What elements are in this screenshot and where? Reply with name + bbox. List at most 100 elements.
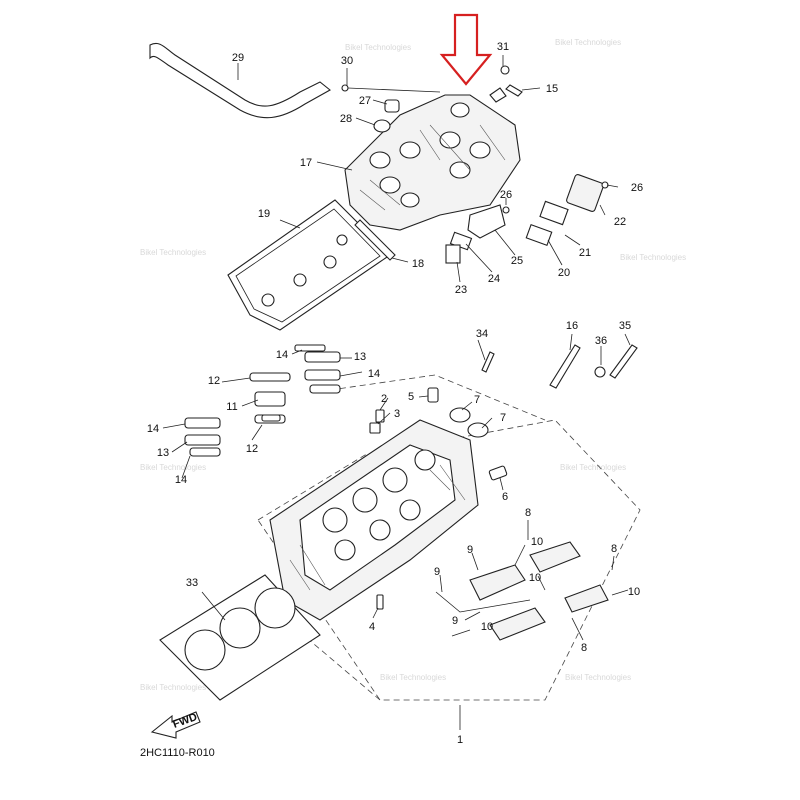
callout-30: 30	[341, 55, 353, 67]
callout-13b: 13	[157, 447, 169, 459]
watermark: Bikel Technologies	[140, 248, 206, 257]
washer-31	[489, 87, 507, 103]
bolt-35	[609, 344, 638, 379]
callout-29: 29	[232, 52, 244, 64]
watermark: Bikel Technologies	[380, 673, 446, 682]
head-bolts	[369, 344, 638, 610]
washer-3	[369, 422, 381, 434]
bolt-16	[549, 344, 581, 389]
bolt-15	[505, 84, 523, 97]
stud-4	[376, 594, 384, 610]
guide-25	[467, 204, 506, 239]
bolt-26a	[502, 206, 510, 214]
shim-14b	[189, 447, 221, 457]
callout-21: 21	[579, 247, 591, 259]
callout-24: 24	[488, 273, 500, 285]
callout-8a: 8	[525, 507, 531, 519]
callout-14b: 14	[368, 368, 380, 380]
watermark: Bikel Technologies	[555, 38, 621, 47]
cover-gasket	[227, 199, 391, 331]
callout-35: 35	[619, 320, 631, 332]
callout-3: 3	[394, 408, 400, 420]
callout-10a: 10	[531, 536, 543, 548]
watermark: Bikel Technologies	[565, 673, 631, 682]
seal-7a	[449, 407, 471, 423]
callout-6: 6	[502, 491, 508, 503]
fwd-indicator: FWD	[150, 711, 201, 739]
callout-31: 31	[497, 41, 509, 53]
callout-9b: 9	[434, 566, 440, 578]
stud-34	[481, 351, 495, 373]
callout-10d: 10	[628, 586, 640, 598]
diagram-code: 2HC1110-R010	[140, 747, 215, 759]
plate-20	[525, 223, 553, 247]
red-down-arrow-icon	[439, 13, 493, 86]
callout-8b: 8	[581, 642, 587, 654]
callout-2: 2	[381, 393, 387, 405]
callout-25: 25	[511, 255, 523, 267]
bucket-13b	[304, 351, 341, 363]
highlight-arrow	[439, 13, 493, 86]
o-ring-28	[373, 119, 391, 133]
camshaft-caps	[469, 541, 609, 641]
callout-9c: 9	[452, 615, 458, 627]
callout-12a: 12	[208, 375, 220, 387]
callout-14c: 14	[147, 423, 159, 435]
damper-23	[445, 244, 461, 264]
shim-14c	[304, 369, 341, 381]
valve-14	[294, 344, 326, 352]
callout-8b-top: 8	[611, 543, 617, 555]
leader-lines	[162, 55, 631, 730]
callout-5: 5	[408, 391, 414, 403]
callout-11: 11	[226, 401, 237, 413]
callout-19: 19	[258, 208, 270, 220]
shim-14a	[184, 417, 221, 429]
valve-12a	[249, 372, 291, 382]
callout-1: 1	[457, 734, 463, 746]
cylinder-head	[269, 419, 479, 621]
callout-34: 34	[476, 328, 488, 340]
dowel-6	[488, 465, 508, 481]
tensioner-group	[445, 174, 609, 264]
callout-10b: 10	[481, 621, 493, 633]
callout-36: 36	[595, 335, 607, 347]
callout-17: 17	[300, 157, 312, 169]
grommet-27	[384, 99, 400, 113]
cover-hardware	[341, 65, 523, 133]
callout-13a: 13	[354, 351, 366, 363]
head-gasket	[159, 574, 321, 701]
callout-14a: 14	[276, 349, 288, 361]
spring-11	[254, 391, 286, 407]
callout-27: 27	[359, 95, 371, 107]
bucket-13a	[184, 434, 221, 446]
shim-14d	[309, 384, 341, 394]
callout-10c: 10	[529, 572, 541, 584]
watermark: Bikel Technologies	[620, 253, 686, 262]
callout-12b: 12	[246, 443, 258, 455]
bolt-2	[375, 409, 385, 423]
callout-4: 4	[369, 621, 375, 633]
breather-hose	[149, 42, 331, 119]
callout-15: 15	[546, 83, 558, 95]
plug-gasket	[354, 219, 396, 261]
callout-28: 28	[340, 113, 352, 125]
callout-7a: 7	[474, 394, 480, 406]
watermark: Bikel Technologies	[140, 463, 206, 472]
callout-20: 20	[558, 267, 570, 279]
plug-5	[427, 387, 439, 403]
gasket-21	[539, 200, 569, 226]
watermark: Bikel Technologies	[560, 463, 626, 472]
callout-14d: 14	[175, 474, 187, 486]
callout-16: 16	[566, 320, 578, 332]
guide-12b	[261, 414, 281, 422]
valve-parts	[184, 344, 341, 457]
watermark-layer: Bikel Technologies Bikel Technologies Bi…	[140, 38, 686, 692]
callout-23: 23	[455, 284, 467, 296]
watermark: Bikel Technologies	[345, 43, 411, 52]
callout-7b: 7	[500, 412, 506, 424]
forward-arrow-icon	[150, 711, 201, 739]
washer-36	[594, 366, 606, 378]
bolt-31b	[500, 65, 510, 75]
callout-9a: 9	[467, 544, 473, 556]
